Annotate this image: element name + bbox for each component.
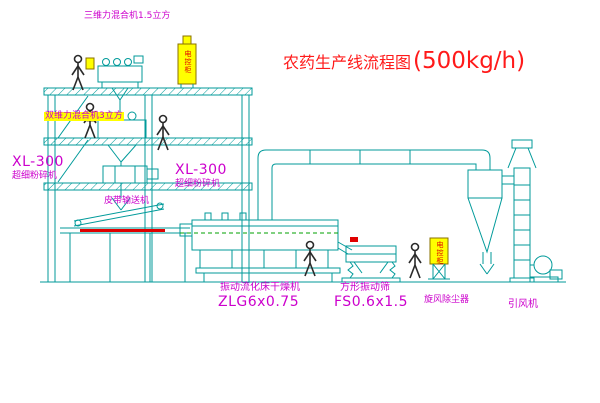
- belt-conveyor: [74, 203, 164, 226]
- label-cabinet-right: 电控柜: [436, 241, 444, 265]
- label-mill-mid-model: XL-300: [175, 162, 227, 178]
- feed-conveyor: [60, 224, 192, 282]
- fluid-bed-dryer: [180, 213, 352, 282]
- red-belt: [80, 229, 165, 232]
- label-sieve-model: FS0.6x1.5: [334, 294, 409, 310]
- title-capacity: (500kg/h): [413, 48, 526, 74]
- label-mill-left-model: XL-300: [12, 154, 64, 170]
- building-frame: [44, 88, 252, 282]
- worker-icon: [71, 54, 85, 91]
- label-mixer-mid: 双维力混合机3立方: [44, 111, 124, 121]
- label-mill-mid-name: 超细粉碎机: [175, 179, 221, 189]
- control-cabinet-right: [428, 238, 450, 279]
- exhaust-stack: [508, 140, 536, 282]
- label-belt-conveyor: 皮带输送机: [104, 196, 150, 206]
- label-fan: 引风机: [508, 299, 538, 310]
- sieve-red-valve: [350, 237, 358, 242]
- vibrating-sieve: [342, 237, 400, 282]
- control-cabinet-top: [178, 36, 196, 88]
- exhaust-duct: [258, 150, 490, 220]
- pulverizer: [103, 166, 158, 210]
- label-mill-left-name: 超细粉碎机: [12, 171, 58, 181]
- label-cyclone: 旋风除尘器: [424, 295, 470, 305]
- label-mixer-top: 三维力混合机1.5立方: [84, 11, 171, 21]
- cyclone: [468, 170, 514, 274]
- title-text: 农药生产线流程图: [283, 53, 412, 72]
- diagram-title: 农药生产线流程图 (500kg/h): [283, 48, 525, 74]
- induced-draft-fan: [530, 256, 562, 282]
- label-dryer-model: ZLG6x0.75: [218, 294, 300, 310]
- label-sieve-name: 方形振动筛: [340, 282, 390, 293]
- mixer-top: [86, 56, 143, 112]
- worker-icon: [303, 240, 317, 277]
- worker-icon: [408, 242, 422, 279]
- label-dryer-name: 振动流化床干燥机: [220, 282, 300, 293]
- label-cabinet-top: 电控柜: [184, 50, 192, 74]
